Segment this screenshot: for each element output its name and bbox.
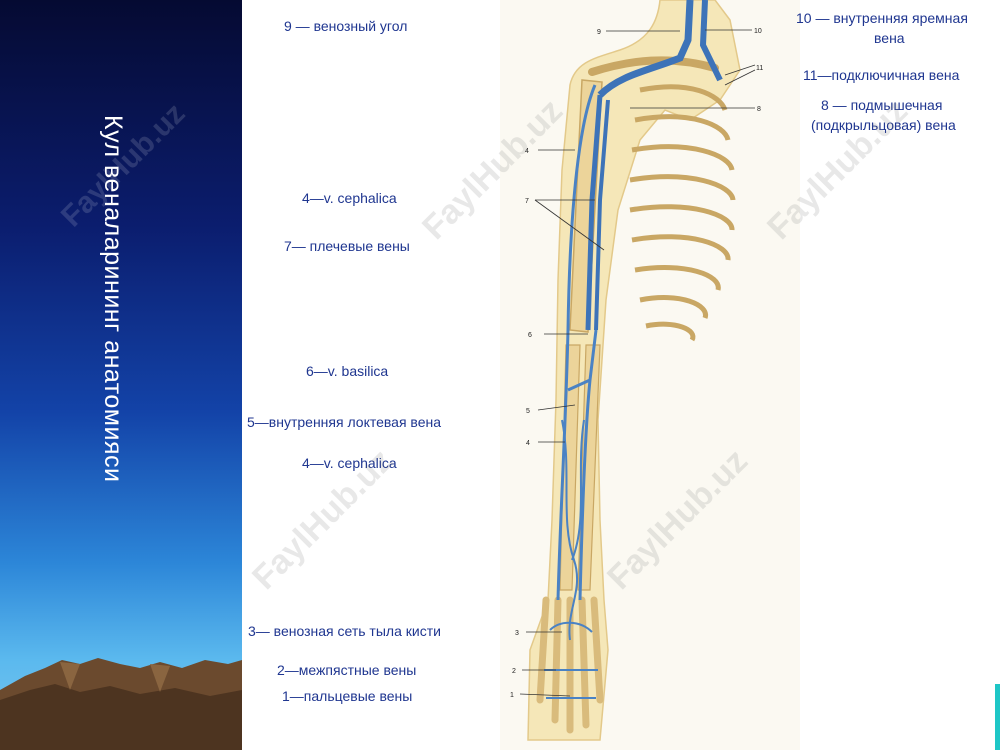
label-digital-veins: 1—пальцевые вены <box>282 688 413 704</box>
fig-num-2: 2 <box>512 668 516 675</box>
label-basilic-vein: 6—v. basilica <box>306 363 389 379</box>
fig-num-4b: 4 <box>526 440 530 447</box>
fig-num-8: 8 <box>757 106 761 113</box>
label-axillary-vein-line2: (подкрыльцовая) вена <box>811 117 956 133</box>
mountain-silhouette <box>0 658 242 750</box>
label-subclavian-vein: 11—подключичная вена <box>803 67 960 83</box>
label-metacarpal-veins: 2—межпястные вены <box>277 662 417 678</box>
label-axillary-vein-line1: 8 — подмышечная <box>821 97 943 113</box>
label-cephalic-vein-lower: 4—v. cephalica <box>302 455 397 471</box>
fig-num-4a: 4 <box>525 148 529 155</box>
label-dorsal-venous-network: 3— венозная сеть тыла кисти <box>248 623 441 639</box>
fig-num-6: 6 <box>528 332 532 339</box>
label-venous-angle: 9 — венозный угол <box>284 18 408 34</box>
label-internal-jugular-vein-line1: 10 — внутренняя яремная <box>796 10 968 26</box>
edge-accent-bar <box>995 684 1000 750</box>
fig-num-10: 10 <box>754 28 762 35</box>
label-median-cubital-vein: 5—внутренняя локтевая вена <box>247 414 442 430</box>
slide-sidebar: FaylHub.uz Кул веналарининг анатомияси <box>0 0 242 750</box>
leader-lines <box>519 29 756 697</box>
slide-title: Кул веналарининг анатомияси <box>99 115 127 483</box>
fig-num-5: 5 <box>526 408 530 415</box>
fig-num-9: 9 <box>597 29 601 36</box>
fig-num-3: 3 <box>515 630 519 637</box>
label-internal-jugular-vein-line2: вена <box>874 30 905 46</box>
label-cephalic-vein-upper: 4—v. cephalica <box>302 190 397 206</box>
fig-num-1: 1 <box>510 692 514 699</box>
label-brachial-veins: 7— плечевые вены <box>284 238 410 254</box>
fig-num-11: 11 <box>756 65 763 72</box>
ribcage <box>629 84 736 342</box>
fig-num-7: 7 <box>525 198 529 205</box>
arm-veins-illustration: 9 10 11 8 4 7 6 5 4 3 2 1 <box>500 0 800 750</box>
